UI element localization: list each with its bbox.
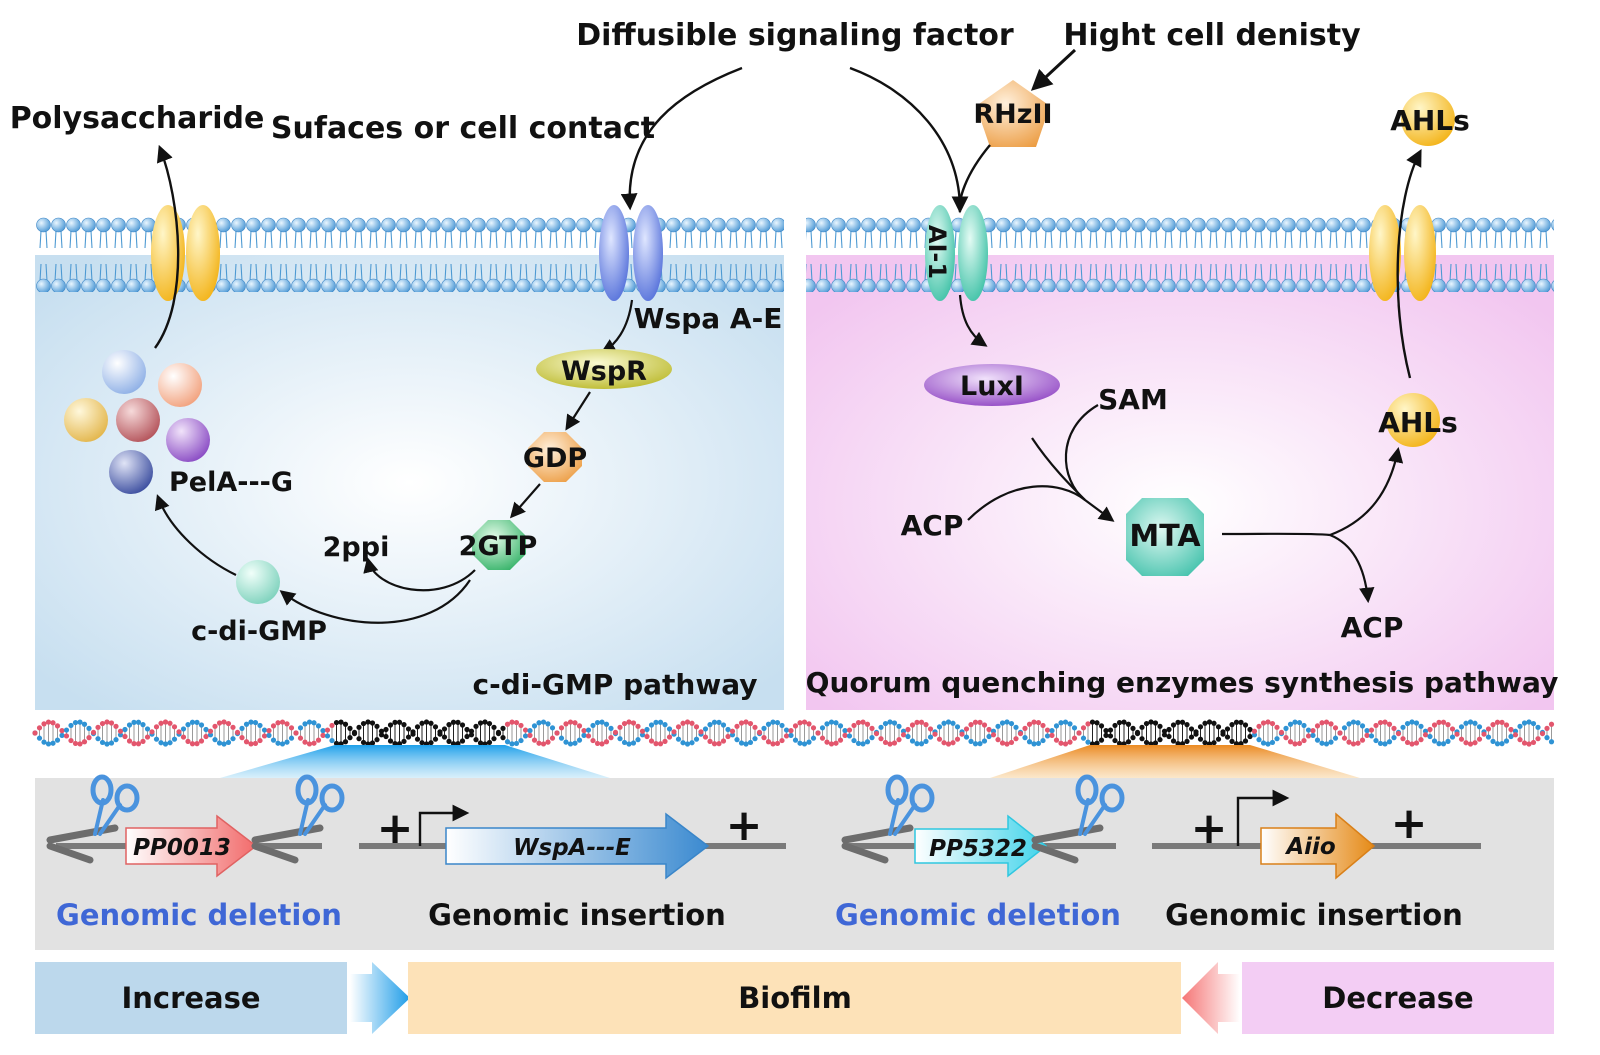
density-arrow xyxy=(1030,48,1077,91)
gdp-to-gtp-arrow xyxy=(509,483,541,519)
scissors-icon xyxy=(251,774,345,864)
dna-strand xyxy=(32,719,1555,747)
gtp-octagon xyxy=(472,520,526,570)
promoter-2 xyxy=(1236,789,1290,846)
wspa-label: Wspa A-E xyxy=(634,302,783,335)
ahls-top-ball xyxy=(1401,92,1455,146)
insertion-label-2: Genomic insertion xyxy=(1165,898,1463,932)
decrease-label: Decrease xyxy=(1322,981,1473,1015)
pp5322-label: PP5322 xyxy=(929,836,1027,862)
plus-4: + xyxy=(1391,798,1428,849)
deletion-label-2: Genomic deletion xyxy=(835,898,1121,932)
scissors-icon xyxy=(841,774,935,864)
right-panel-title: Quorum quenching enzymes synthesis pathw… xyxy=(806,666,1559,699)
to-mta-arrow xyxy=(1084,499,1115,522)
gtp-label: 2GTP xyxy=(459,531,538,562)
cdigmp-ball xyxy=(236,560,280,604)
rhzii-pentagon xyxy=(976,80,1050,147)
wspa-e-label: WspA---E xyxy=(513,835,631,861)
quorum-quenching-panel xyxy=(806,255,1554,710)
ahls-channel xyxy=(1369,205,1436,301)
rhzii-arrow xyxy=(958,144,991,213)
promoter-1 xyxy=(418,804,470,846)
plus-3: + xyxy=(1191,803,1228,854)
wspr-oval xyxy=(536,349,672,389)
increase-label: Increase xyxy=(121,981,260,1015)
aiio-label: Aiio xyxy=(1284,834,1335,860)
increase-arrow xyxy=(350,962,410,1034)
pp0013-label: PP0013 xyxy=(133,835,231,861)
signal-arrow-left xyxy=(620,66,743,211)
gdp-label: GDP xyxy=(523,443,587,474)
deletion-label-1: Genomic deletion xyxy=(56,898,342,932)
gtp-to-cdigmp-arrow xyxy=(279,579,471,624)
ahls-export-arrow xyxy=(1396,149,1422,379)
highlight-trapezoid-blue xyxy=(220,745,610,778)
decrease-box xyxy=(1242,962,1554,1034)
ai1-channel xyxy=(925,205,988,301)
gtp-to-ppi-arrow xyxy=(363,557,476,592)
rhzii-label: RHzII xyxy=(973,99,1052,130)
c-di-gmp-panel xyxy=(35,255,784,710)
mta-to-acp-arrow xyxy=(1329,533,1375,604)
cdigmp-to-pela-arrow xyxy=(154,494,237,576)
pela-cluster xyxy=(64,350,210,494)
acp-out-label: ACP xyxy=(1341,611,1404,644)
polysaccharide-arrow xyxy=(154,144,180,349)
ai1-label: AI-1 xyxy=(923,225,951,279)
cdigmp-label: c-di-GMP xyxy=(191,616,327,647)
luxi-oval xyxy=(924,364,1060,406)
increase-box xyxy=(35,962,347,1034)
aiio-arrow xyxy=(1260,812,1376,880)
acp-in-label: ACP xyxy=(901,509,964,542)
plus-2: + xyxy=(726,800,763,851)
biofilm-label: Biofilm xyxy=(738,981,852,1015)
highlight-trapezoid-orange xyxy=(990,745,1360,778)
pp0013-arrow xyxy=(125,814,258,878)
left-panel-title: c-di-GMP pathway xyxy=(472,668,757,701)
pela-label: PelA---G xyxy=(169,467,293,498)
wspa-channel xyxy=(599,205,663,301)
scissors-icon xyxy=(46,774,140,864)
plus-1: + xyxy=(377,803,414,854)
signal-arrow-right xyxy=(849,66,969,214)
ai1-to-luxi-arrow xyxy=(958,294,988,347)
luxi-label: LuxI xyxy=(960,371,1024,402)
wspr-to-gdp-arrow xyxy=(565,391,591,431)
ppi-label: 2ppi xyxy=(323,532,390,563)
signal-label: Diffusible signaling factor xyxy=(576,18,1014,53)
mta-octagon xyxy=(1126,498,1204,576)
sam-label: SAM xyxy=(1098,383,1168,416)
membrane-left xyxy=(36,212,784,296)
biofilm-box xyxy=(408,962,1181,1034)
acp-in-curve xyxy=(967,485,1086,521)
pp5322-arrow xyxy=(914,814,1048,878)
mta-to-ahls-arrow xyxy=(1329,446,1404,537)
ahls-top-label: AHLs xyxy=(1390,104,1470,137)
decrease-arrow xyxy=(1182,962,1240,1034)
surfaces-label: Sufaces or cell contact xyxy=(271,111,655,146)
scissors-icon xyxy=(1031,774,1125,864)
insertion-label-1: Genomic insertion xyxy=(428,898,726,932)
mta-label: MTA xyxy=(1129,519,1201,554)
luxi-line xyxy=(1031,437,1086,501)
mta-out-line xyxy=(1221,532,1331,537)
wspr-label: WspR xyxy=(561,356,647,387)
gdp-octagon xyxy=(528,432,582,482)
polysaccharide-label: Polysaccharide xyxy=(10,101,265,136)
wspa-e-arrow xyxy=(445,812,710,880)
ahls-label: AHLs xyxy=(1378,406,1458,439)
density-label: Hight cell denisty xyxy=(1063,18,1361,53)
ahls-ball xyxy=(1386,393,1440,447)
membrane-right xyxy=(806,212,1554,296)
